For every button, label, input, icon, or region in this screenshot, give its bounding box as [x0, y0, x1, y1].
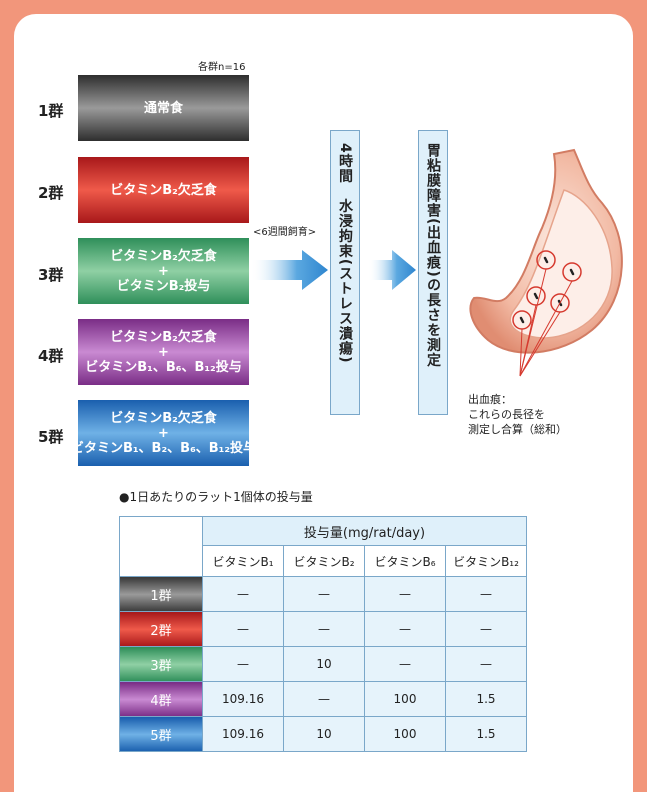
group-bar-4: ビタミンB₂欠乏食 + ビタミンB₁、B₆、B₁₂投与 — [78, 319, 249, 385]
row-label-1: 1群 — [119, 576, 203, 612]
bleeding-note-line-1: 出血痕： — [468, 393, 512, 406]
group-5-line-3: ビタミンB₁、B₂、B₆、B₁₂投与 — [70, 440, 257, 456]
table-cell: — — [202, 646, 284, 682]
stress-procedure-box: 4時間 水浸拘束(ストレス潰瘍) — [330, 130, 360, 415]
column-header-b12: ビタミンB₁₂ — [445, 545, 527, 577]
table-cell: 10 — [283, 716, 365, 752]
table-cell: — — [445, 576, 527, 612]
group-1-line-1: 通常食 — [143, 100, 183, 116]
table-cell: — — [445, 611, 527, 647]
row-label-3: 3群 — [119, 646, 203, 682]
group-5-line-2: + — [158, 425, 169, 441]
row-label-5: 5群 — [119, 716, 203, 752]
group-3-line-2: + — [158, 263, 169, 279]
group-4-line-1: ビタミンB₂欠乏食 — [110, 329, 217, 345]
group-label-5: 5群 — [38, 428, 64, 446]
table-cell: 1.5 — [445, 681, 527, 717]
table-cell: — — [283, 611, 365, 647]
table-cell: — — [364, 646, 446, 682]
table-corner-cell — [119, 516, 203, 577]
table-cell: 109.16 — [202, 681, 284, 717]
group-bar-1: 通常食 — [78, 75, 249, 141]
table-row: 3群 — 10 — — — [119, 646, 527, 682]
table-row: 2群 — — — — — [119, 611, 527, 647]
table-cell: 100 — [364, 716, 446, 752]
column-header-b2: ビタミンB₂ — [283, 545, 365, 577]
row-label-2: 2群 — [119, 611, 203, 647]
table-cell: 100 — [364, 681, 446, 717]
group-4-line-3: ビタミンB₁、B₆、B₁₂投与 — [85, 359, 242, 375]
table-cell: 1.5 — [445, 716, 527, 752]
bleeding-note-line-3: 測定し合算（総和） — [468, 423, 567, 436]
measurement-box: 胃粘膜障害(出血痕)の長さを測定 — [418, 130, 448, 415]
measurement-text: 胃粘膜障害(出血痕)の長さを測定 — [425, 143, 441, 368]
group-4-line-2: + — [158, 344, 169, 360]
table-cell: — — [283, 681, 365, 717]
table-cell: — — [364, 576, 446, 612]
bleeding-note-line-2: これらの長径を — [468, 408, 545, 421]
group-label-1: 1群 — [38, 102, 64, 120]
arrow-right-icon — [368, 250, 416, 290]
table-cell: — — [202, 576, 284, 612]
table-cell: 10 — [283, 646, 365, 682]
table-cell: — — [364, 611, 446, 647]
dose-table-title: ●1日あたりのラット1個体の投与量 — [119, 490, 313, 504]
group-5-line-1: ビタミンB₂欠乏食 — [110, 410, 217, 426]
table-row: 4群 109.16 — 100 1.5 — [119, 681, 527, 717]
table-cell: — — [445, 646, 527, 682]
dose-table: 投与量(mg/rat/day) ビタミンB₁ ビタミンB₂ ビタミンB₆ ビタミ… — [119, 516, 527, 752]
column-header-b1: ビタミンB₁ — [202, 545, 284, 577]
arrow-right-icon — [250, 250, 328, 290]
group-3-line-3: ビタミンB₂投与 — [116, 278, 211, 294]
group-label-2: 2群 — [38, 184, 64, 202]
group-bar-2: ビタミンB₂欠乏食 — [78, 157, 249, 223]
table-row: 5群 109.16 10 100 1.5 — [119, 716, 527, 752]
stress-procedure-text: 4時間 水浸拘束(ストレス潰瘍) — [337, 143, 353, 364]
feeding-duration-label: <6週間飼育> — [253, 227, 317, 238]
bleeding-note: 出血痕： これらの長径を 測定し合算（総和） — [468, 392, 567, 437]
group-3-line-1: ビタミンB₂欠乏食 — [110, 248, 217, 264]
column-header-b6: ビタミンB₆ — [364, 545, 446, 577]
group-label-3: 3群 — [38, 266, 64, 284]
group-bar-3: ビタミンB₂欠乏食 + ビタミンB₂投与 — [78, 238, 249, 304]
sample-size-note: 各群n=16 — [198, 62, 246, 73]
group-2-line-1: ビタミンB₂欠乏食 — [110, 182, 217, 198]
stomach-illustration — [469, 148, 623, 377]
group-label-4: 4群 — [38, 347, 64, 365]
row-label-4: 4群 — [119, 681, 203, 717]
table-header-dose: 投与量(mg/rat/day) — [202, 516, 527, 546]
group-bar-5: ビタミンB₂欠乏食 + ビタミンB₁、B₂、B₆、B₁₂投与 — [71, 400, 256, 466]
table-cell: — — [283, 576, 365, 612]
table-row: 1群 — — — — — [119, 576, 527, 612]
table-cell: 109.16 — [202, 716, 284, 752]
table-cell: — — [202, 611, 284, 647]
